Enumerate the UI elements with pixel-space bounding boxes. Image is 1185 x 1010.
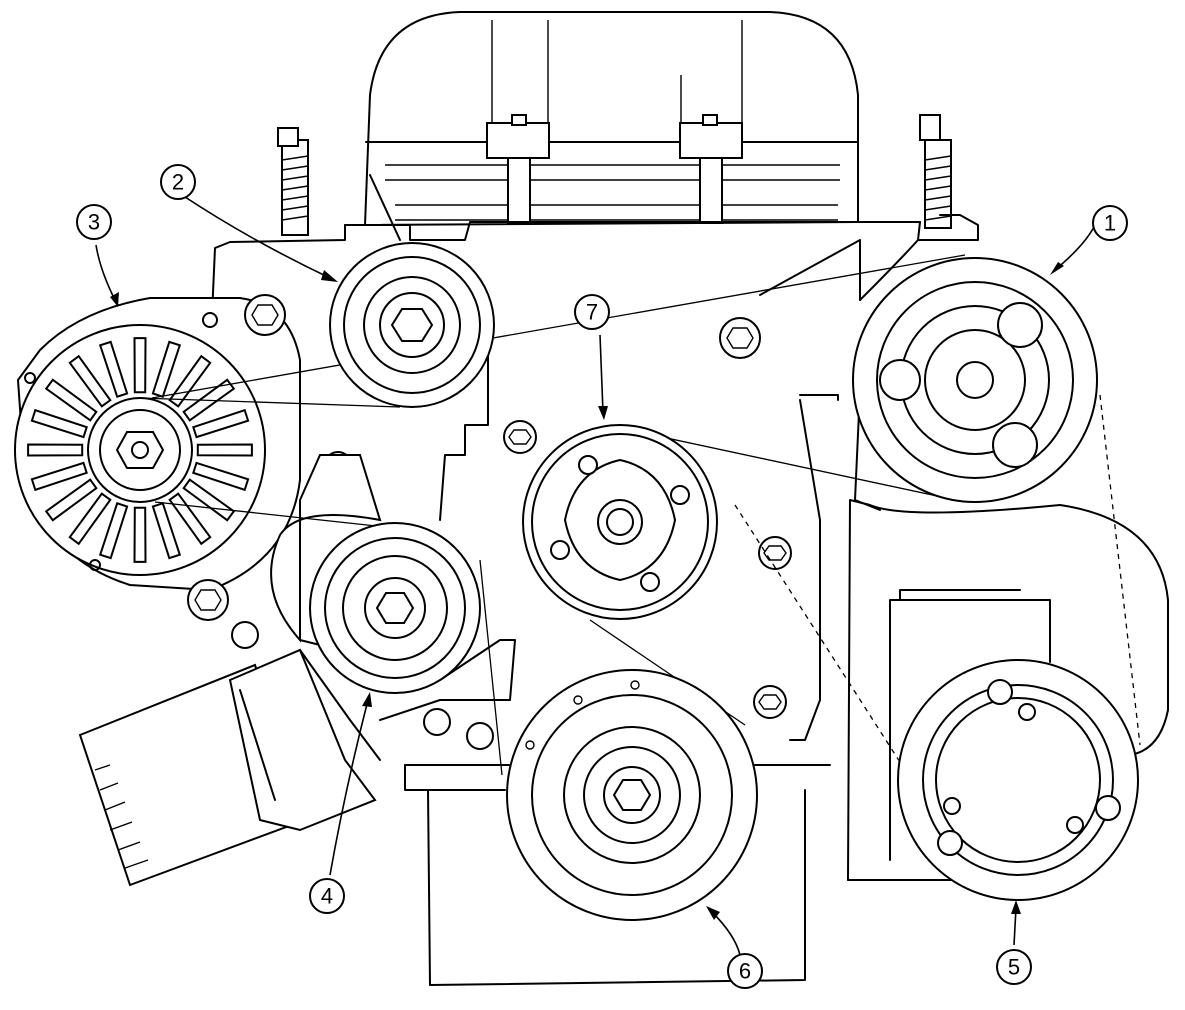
right-bracket: [799, 214, 1169, 881]
oil-filter: [78, 648, 381, 887]
cam-cover: [363, 11, 859, 241]
callout-label: 1: [1104, 211, 1116, 236]
callout-label: 4: [321, 884, 333, 909]
oil-pan: [427, 789, 806, 986]
alternator-fin: [133, 506, 147, 563]
alternator-fin: [151, 502, 182, 560]
callout-7: 7: [574, 294, 610, 330]
callout-5: 5: [996, 949, 1032, 985]
callout-4: 4: [309, 878, 345, 914]
idler-pulley: [329, 242, 495, 408]
callout-6: 6: [727, 953, 763, 989]
alternator-fin: [27, 443, 84, 457]
alternator-fin: [196, 443, 253, 457]
stud-right: [919, 114, 952, 229]
callout-label: 5: [1008, 955, 1020, 980]
callout-1: 1: [1092, 205, 1128, 241]
leader-arrows: [95, 194, 1096, 956]
callout-2: 2: [160, 164, 196, 200]
alternator-fin: [30, 461, 88, 492]
water-pump-pulley: [522, 424, 718, 620]
alternator-cooling-fins: [27, 337, 253, 563]
alternator-fin: [168, 492, 212, 546]
callout-label: 3: [88, 210, 100, 235]
alternator-fin: [168, 354, 212, 408]
alternator-fin: [151, 340, 182, 398]
pas-pump-pulley: [852, 257, 1098, 503]
alternator-fin: [133, 337, 147, 394]
alternator-fin: [44, 378, 98, 422]
crankshaft-pulley: [506, 669, 758, 921]
callout-label: 6: [739, 959, 751, 984]
ac-compressor-pulley: [897, 659, 1139, 901]
alternator-fin: [192, 461, 250, 492]
callout-label: 7: [586, 300, 598, 325]
block-bolts: [187, 294, 792, 750]
alternator-fin: [98, 502, 129, 560]
alternator-fin: [192, 408, 250, 439]
alternator: [14, 297, 301, 592]
callout-3: 3: [76, 204, 112, 240]
alternator-fin: [68, 492, 112, 546]
alternator-fin: [44, 478, 98, 522]
stud-left: [277, 127, 309, 236]
alternator-fin: [98, 340, 129, 398]
alternator-fin: [182, 478, 236, 522]
callout-label: 2: [172, 170, 184, 195]
alternator-fin: [68, 354, 112, 408]
alternator-fin: [30, 408, 88, 439]
tensioner-pulley: [309, 522, 481, 694]
